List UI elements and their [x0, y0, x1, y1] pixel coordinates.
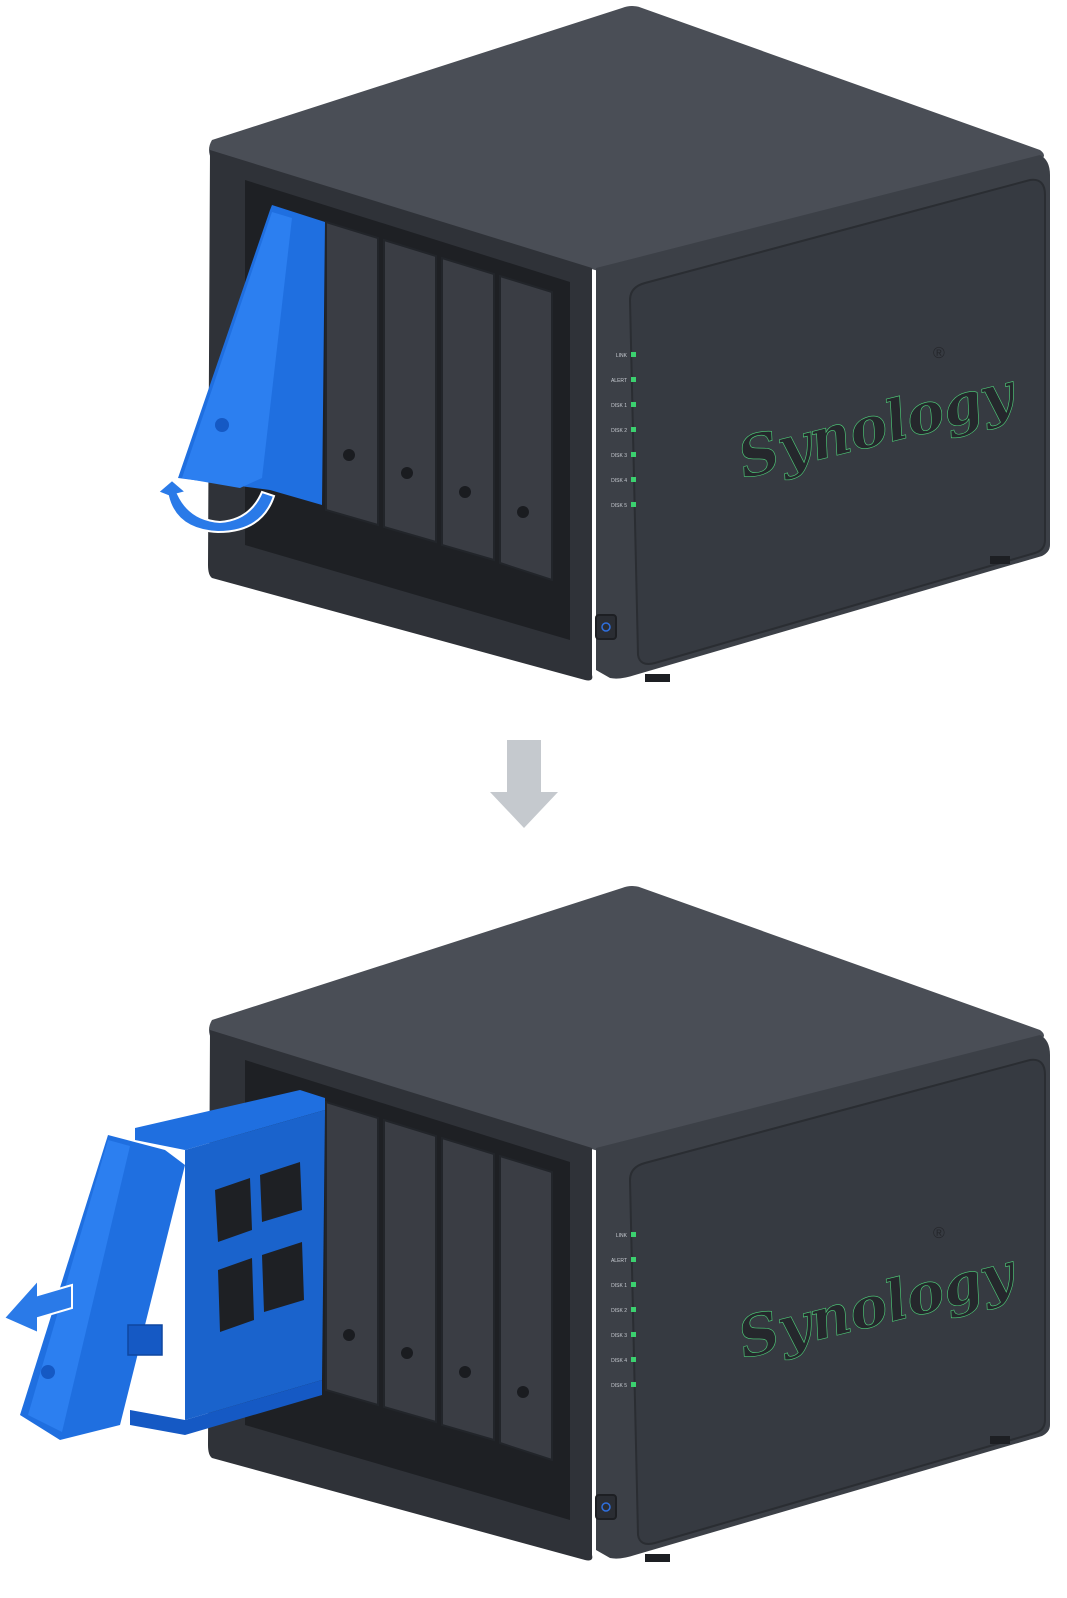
tray-latch-icon — [401, 467, 413, 479]
chassis-top-face — [209, 6, 1044, 272]
led-label: DISK 3 — [611, 1333, 627, 1339]
tray-latch-icon — [517, 506, 529, 518]
led-label: DISK 5 — [611, 503, 627, 509]
tray-latch-icon — [517, 1386, 529, 1398]
tray-handle-button-icon — [215, 418, 229, 432]
led-label: LINK — [616, 353, 628, 359]
led-indicator — [631, 427, 636, 432]
drive-tray-pulled — [20, 1090, 325, 1440]
pull-out-arrow-icon — [2, 1277, 73, 1335]
tray-frame-side — [185, 1110, 325, 1420]
led-panel: LINK ALERT DISK 1 DISK 2 DISK 3 DISK 4 D… — [611, 1232, 636, 1389]
drive-tray — [383, 238, 437, 544]
nas-unit-bottom: LINK ALERT DISK 1 DISK 2 DISK 3 DISK 4 D… — [2, 886, 1050, 1562]
led-label: DISK 5 — [611, 1383, 627, 1389]
led-label: DISK 3 — [611, 453, 627, 459]
led-label: DISK 4 — [611, 1358, 627, 1364]
led-indicator — [631, 1282, 636, 1287]
drive-trays — [325, 220, 553, 582]
tray-latch-icon — [459, 1366, 471, 1378]
tray-handle-face — [28, 1140, 130, 1432]
drive-tray — [325, 220, 379, 527]
tray-frame-bottom — [130, 1380, 322, 1435]
led-indicator — [631, 1357, 636, 1362]
side-panel — [628, 178, 1046, 665]
led-indicator — [631, 1382, 636, 1387]
tray-latch-icon — [343, 1329, 355, 1341]
led-label: LINK — [616, 1233, 628, 1239]
led-label: DISK 4 — [611, 478, 627, 484]
led-indicator — [631, 1307, 636, 1312]
led-indicator — [631, 1332, 636, 1337]
led-label: ALERT — [611, 378, 627, 384]
tray-latch-icon — [343, 449, 355, 461]
led-indicator — [631, 502, 636, 507]
led-indicator — [631, 452, 636, 457]
drive-trays — [325, 1100, 553, 1462]
tray-frame-top — [135, 1090, 325, 1150]
tray-handle-button-icon — [41, 1365, 55, 1379]
foot — [990, 1436, 1010, 1444]
drive-tray — [499, 274, 553, 582]
led-indicator — [631, 402, 636, 407]
led-indicator — [631, 477, 636, 482]
registered-mark: ® — [933, 345, 945, 362]
tray-frame-cutout — [215, 1162, 304, 1332]
drive-tray — [441, 256, 495, 562]
power-button-icon — [595, 1494, 617, 1520]
power-button-icon — [595, 614, 617, 640]
tray-handle-face — [182, 212, 292, 488]
led-label: ALERT — [611, 1258, 627, 1264]
chassis-top-face — [209, 886, 1044, 1152]
led-label: DISK 2 — [611, 428, 627, 434]
led-indicator — [631, 1232, 636, 1237]
drive-tray — [325, 1100, 379, 1407]
led-indicator — [631, 1257, 636, 1262]
tray-latch-icon — [459, 486, 471, 498]
drive-tray — [441, 1136, 495, 1442]
foot — [645, 674, 670, 682]
nas-unit-top: LINK ALERT DISK 1 DISK 2 DISK 3 DISK 4 D… — [156, 6, 1050, 682]
side-panel — [628, 1058, 1046, 1545]
led-indicator — [631, 377, 636, 382]
tray-latch-icon — [401, 1347, 413, 1359]
led-label: DISK 1 — [611, 403, 627, 409]
led-label: DISK 1 — [611, 1283, 627, 1289]
led-label: DISK 2 — [611, 1308, 627, 1314]
lift-arrow-icon — [156, 478, 276, 534]
step-down-arrow-icon — [490, 740, 558, 828]
led-panel: LINK ALERT DISK 1 DISK 2 DISK 3 DISK 4 D… — [611, 352, 636, 509]
power-glyph — [601, 1502, 611, 1512]
drive-tray — [499, 1154, 553, 1462]
tray-clip — [127, 1324, 163, 1356]
registered-mark: ® — [933, 1225, 945, 1242]
led-indicator — [631, 352, 636, 357]
foot — [990, 556, 1010, 564]
power-glyph — [601, 622, 611, 632]
foot — [645, 1554, 670, 1562]
drive-tray — [383, 1118, 437, 1424]
